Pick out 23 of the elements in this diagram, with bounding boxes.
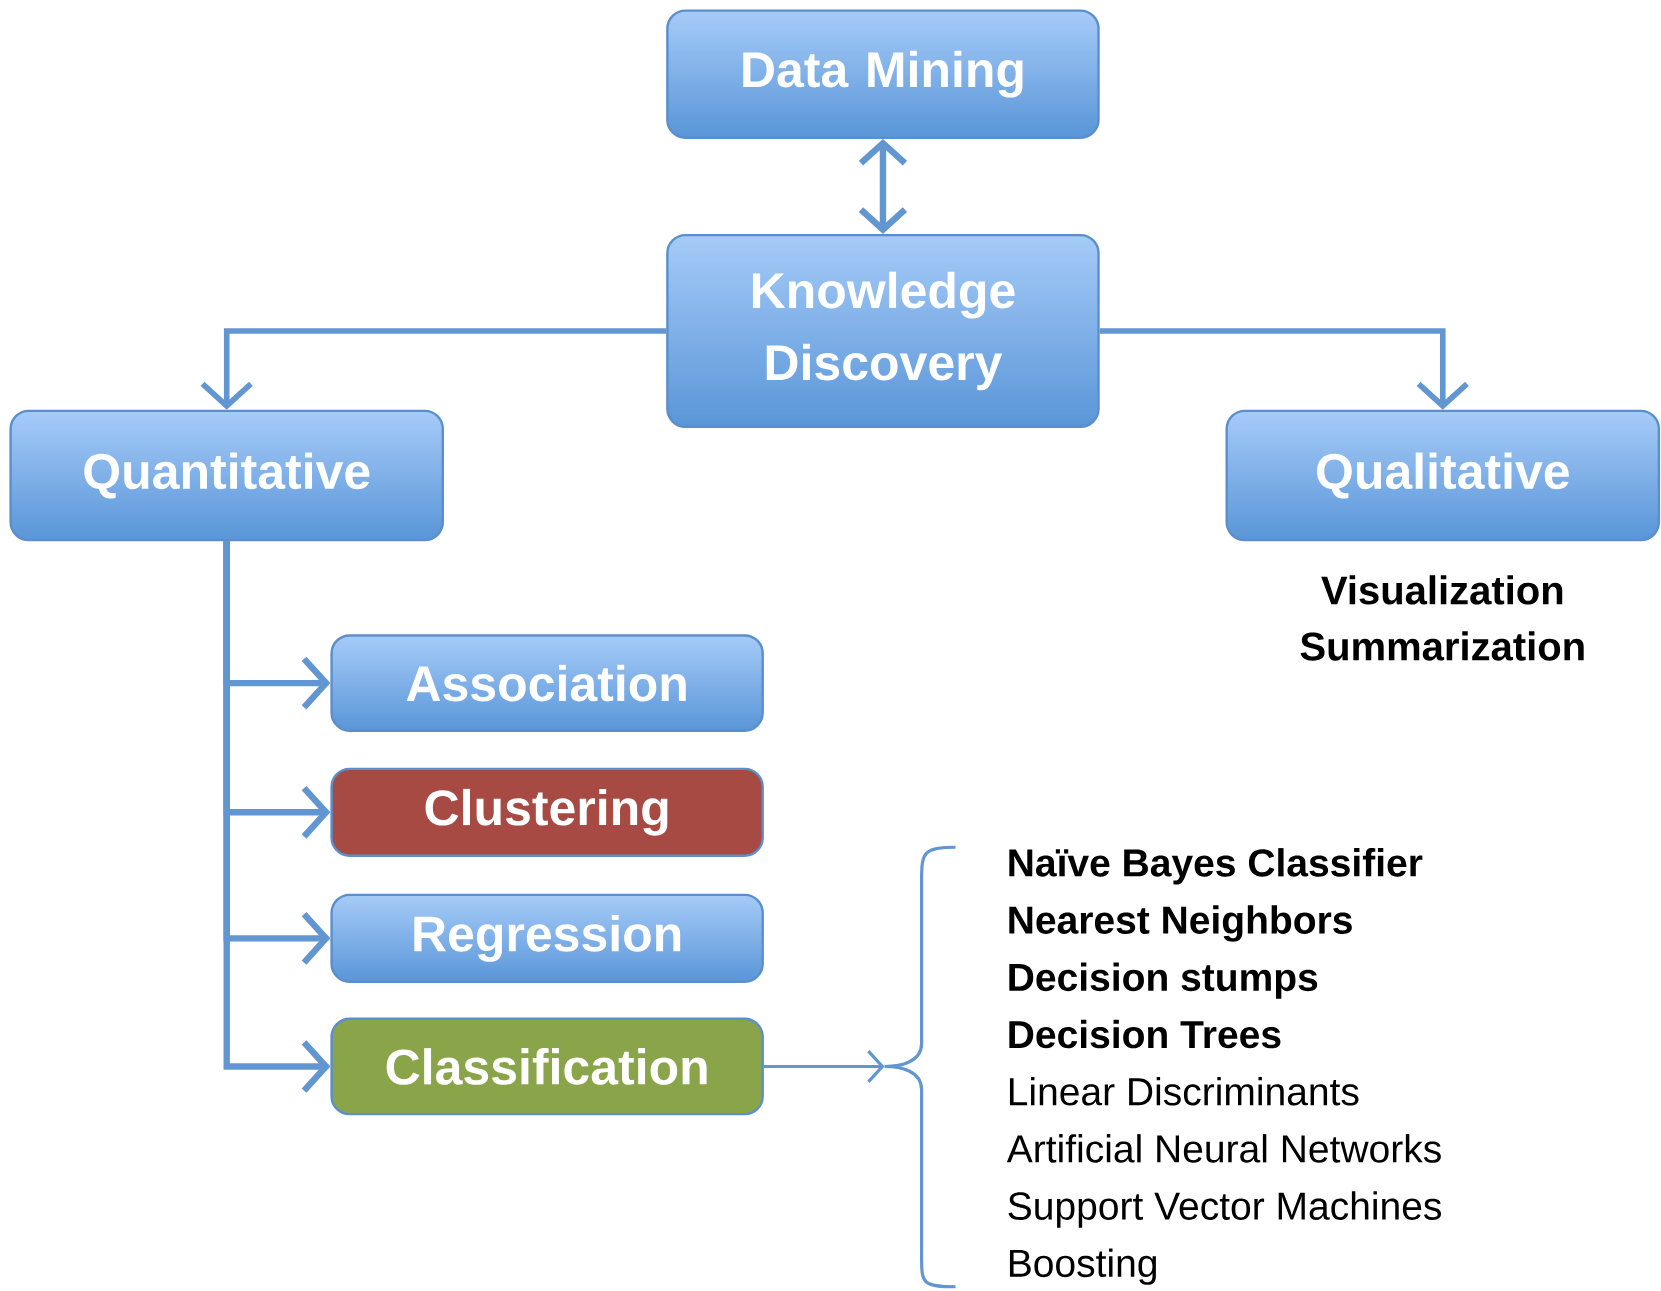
node-label: Artificial Neural Networks (1006, 1134, 1441, 1163)
process-box: Clustering (330, 767, 764, 857)
process-box: Association (330, 634, 764, 732)
process-box: Qualitative (1225, 409, 1661, 542)
node-label: Naïve Bayes Classifier (1009, 848, 1423, 885)
node-label: Linear Discriminants (1009, 1076, 1359, 1106)
arrow (763, 1050, 885, 1083)
process-box: Quantitative (9, 409, 444, 542)
caption-text: Visualization (1321, 575, 1563, 605)
node-label: Decision Trees (1009, 1019, 1281, 1049)
node-label: Nearest Neighbors (1009, 905, 1352, 942)
caption-text: Summarization (1300, 631, 1584, 661)
arrow (1099, 328, 1469, 410)
method-list: Naïve Bayes Classifier Nearest Neighbors Decision stumps Decision Trees Linear Discriminants Artificial Neural Networks Support Vector Machines Boosting (1006, 848, 1441, 1285)
arrow (223, 541, 331, 1093)
process-box: Data Mining (666, 9, 1100, 139)
process-box: Regression (330, 893, 764, 983)
process-box: Knowledge Discovery (666, 233, 1100, 428)
node-label: Boosting (1009, 1248, 1156, 1285)
process-box: Classification (330, 1017, 764, 1116)
node-label: Support Vector Machines (1008, 1191, 1442, 1228)
node-label: Decision stumps (1009, 962, 1318, 999)
arrow (200, 328, 667, 410)
